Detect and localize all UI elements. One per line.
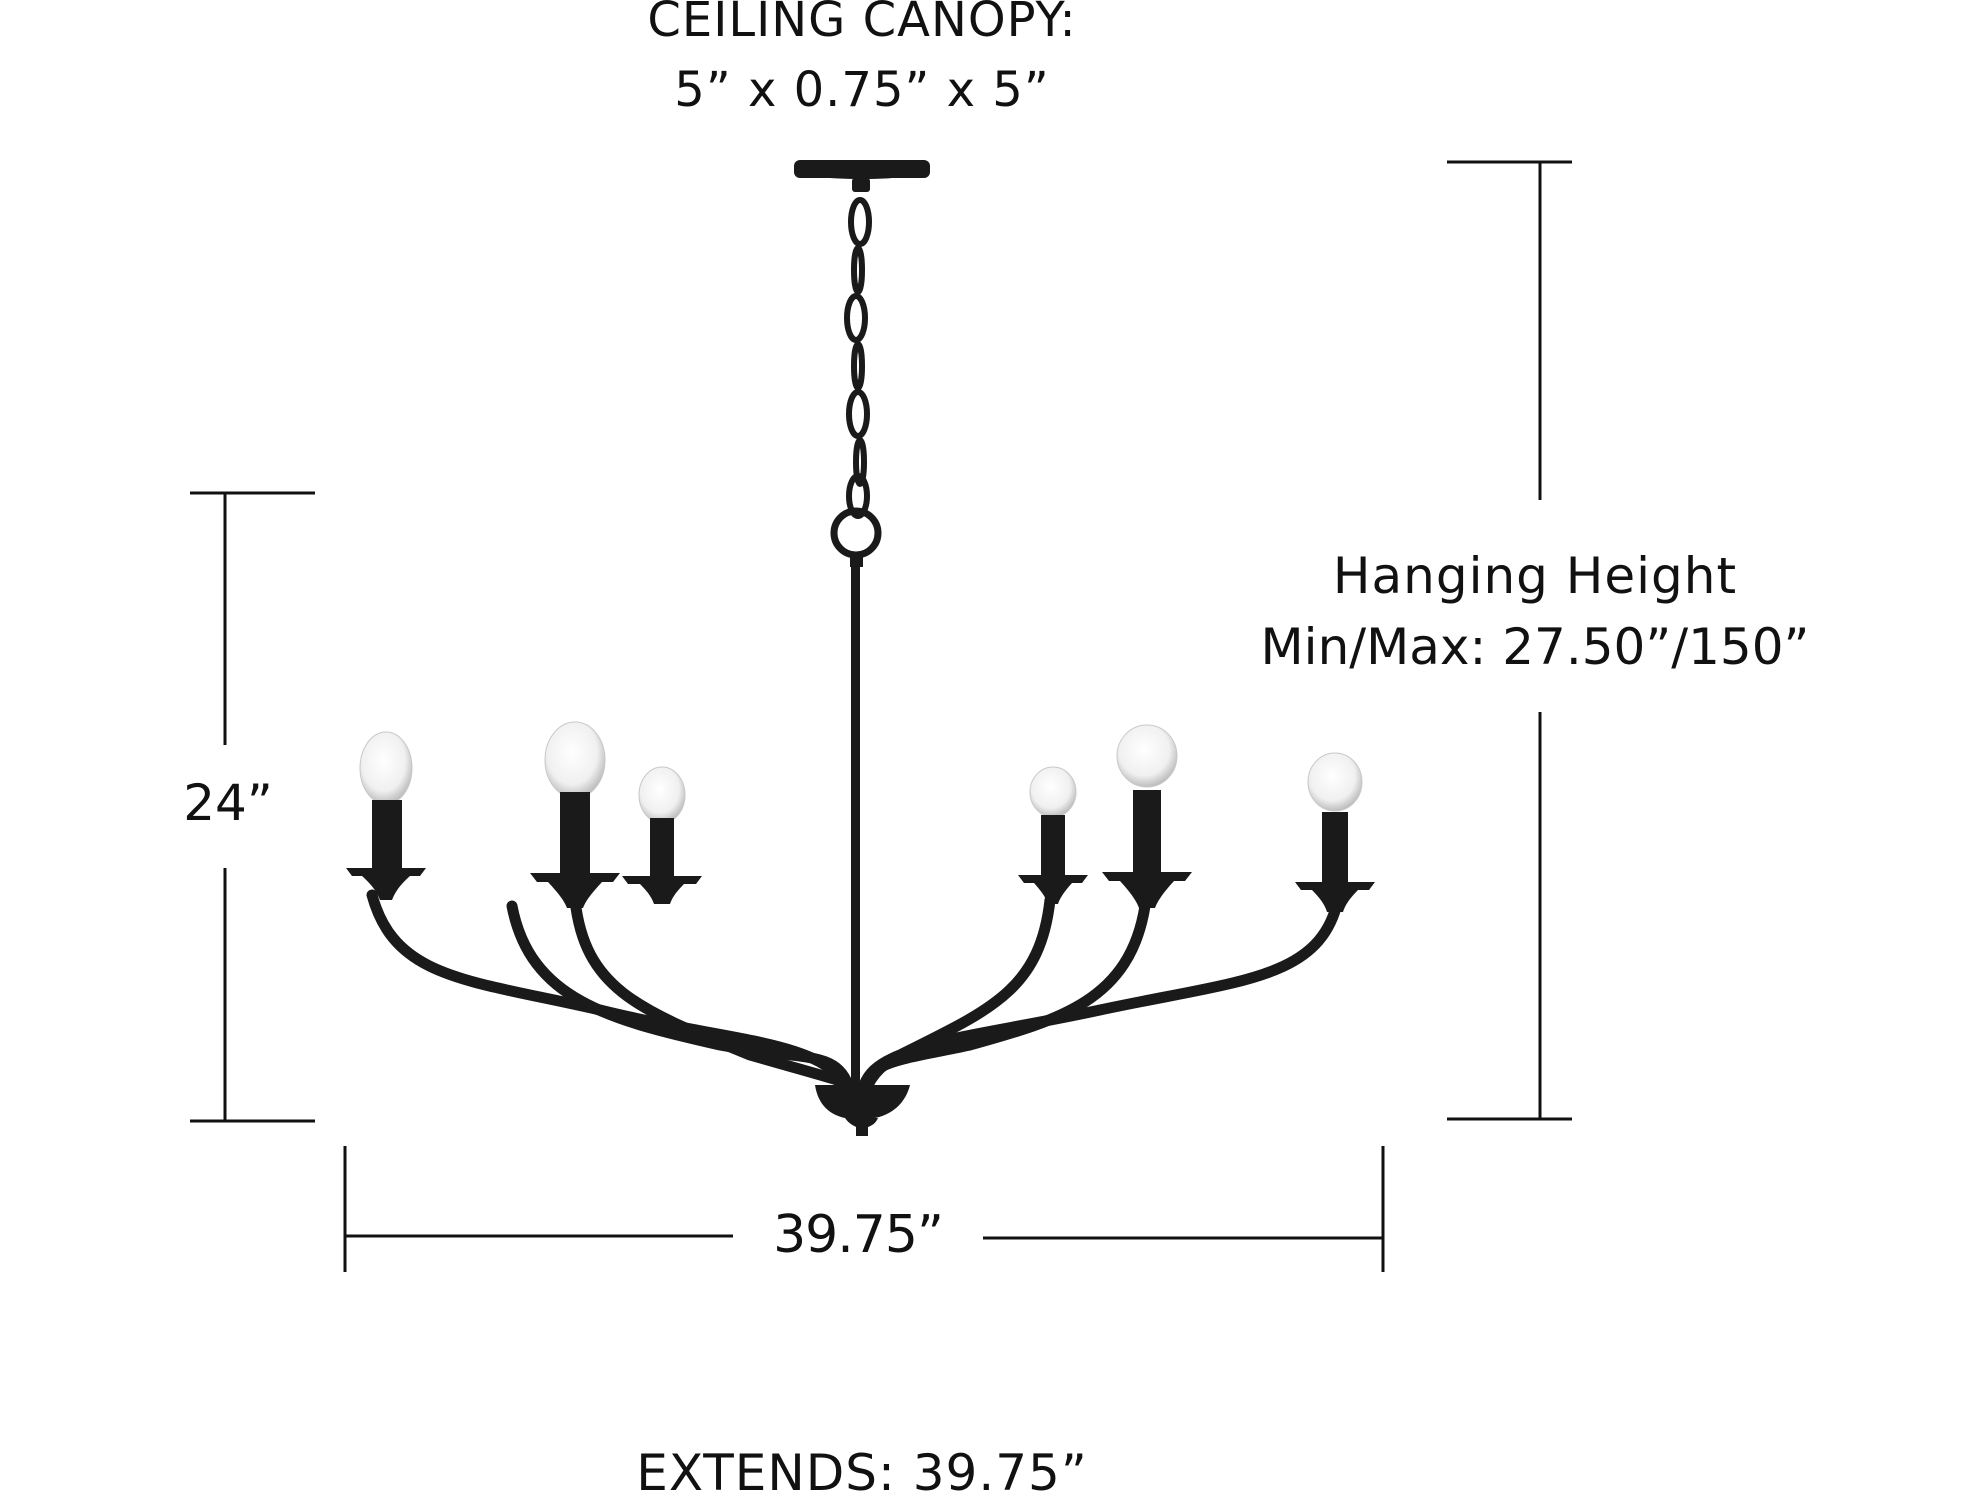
center-stem [851, 565, 860, 1085]
hanging-height-value: Min/Max: 27.50”/150” [1260, 618, 1810, 676]
body-height-label: 24” [183, 774, 273, 832]
canopy-size: 5” x 0.75” x 5” [674, 62, 1050, 118]
light-right-middle [1102, 724, 1192, 908]
canopy-title: CEILING CANOPY: [647, 0, 1077, 48]
light-left-inner [622, 766, 702, 904]
light-right-inner [1018, 766, 1088, 904]
width-label: 39.75” [773, 1205, 944, 1265]
dimension-body-height [190, 491, 315, 1123]
hanging-height-title: Hanging Height [1332, 547, 1738, 605]
dimension-width [343, 1146, 1385, 1272]
light-left-outer [346, 731, 426, 900]
arms [366, 889, 1344, 1091]
light-left-middle [530, 721, 620, 908]
dimension-hanging-height [1447, 160, 1572, 1121]
bottom-finial [815, 1085, 910, 1136]
ceiling-canopy [794, 160, 930, 192]
light-right-outer [1295, 752, 1375, 912]
chain [844, 197, 872, 519]
extends-label: EXTENDS: 39.75” [636, 1444, 1088, 1502]
